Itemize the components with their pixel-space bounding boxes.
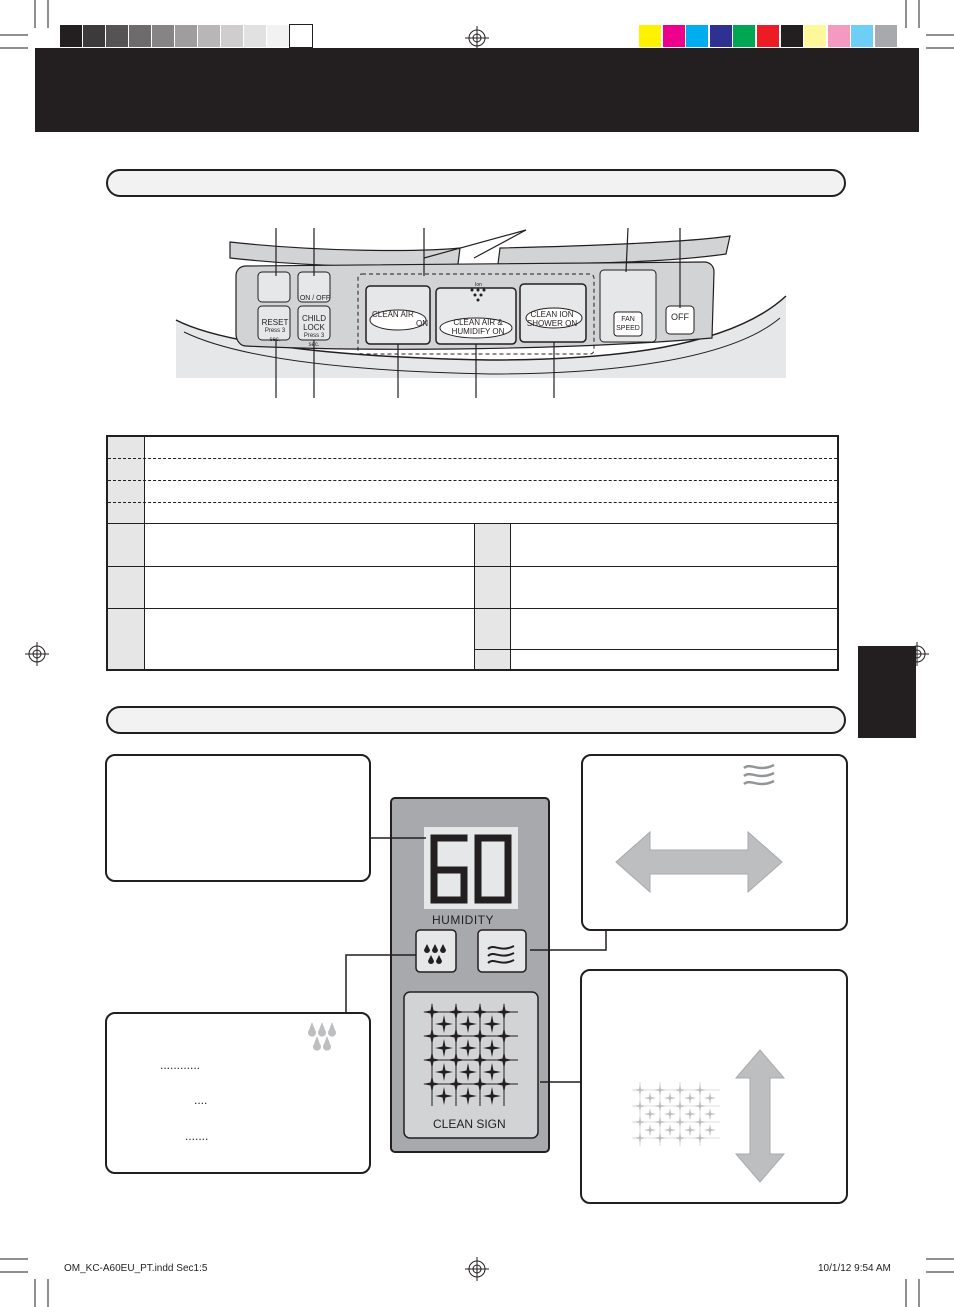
registration-mark-left <box>25 642 49 666</box>
child-lock-button[interactable]: CHILD LOCK Press 3 sec. <box>298 314 330 350</box>
clean-sign-callout-box <box>580 969 848 1204</box>
airflow-waves-icon <box>487 945 515 964</box>
gray-swatch <box>267 25 289 47</box>
humidity-digits <box>430 834 512 904</box>
airflow-waves-callout-icon <box>743 763 775 786</box>
horizontal-double-arrow-icon <box>615 830 783 894</box>
gray-swatch <box>83 25 105 47</box>
gray-swatch <box>198 25 220 47</box>
leader-dots-2: .... <box>194 1093 208 1107</box>
control-panel-illustration <box>175 228 787 398</box>
footer-file-name: OM_KC-A60EU_PT.indd Sec1:5 <box>64 1263 208 1274</box>
gray-swatch <box>152 25 174 47</box>
water-drops-callout-icon <box>308 1022 336 1051</box>
on-off-label: ON / OFF <box>299 295 331 302</box>
color-swatch <box>851 25 874 47</box>
color-swatch <box>804 25 827 47</box>
child-lock-label-2: LOCK <box>303 323 325 332</box>
gray-swatch <box>221 25 243 47</box>
reset-button[interactable]: RESET Press 3 sec. <box>260 318 290 345</box>
gray-swatch <box>289 24 313 48</box>
side-language-tab <box>858 646 916 738</box>
color-swatch <box>875 25 897 47</box>
color-swatch <box>780 25 803 47</box>
leader-dots-3: ....... <box>185 1129 209 1143</box>
color-swatch <box>827 25 850 47</box>
leader-dots-1: ............ <box>160 1058 201 1072</box>
table-number-column-bottom-right <box>474 524 510 669</box>
parts-table <box>106 435 839 671</box>
section-bar-display <box>106 706 846 734</box>
clean-sign-stars-icon <box>423 1003 518 1106</box>
gray-swatch <box>60 25 82 47</box>
fan-speed-label-1: FAN <box>621 316 635 323</box>
off-label: OFF <box>671 312 689 322</box>
section-bar-control-panel <box>106 169 846 197</box>
gray-swatch <box>175 25 197 47</box>
gray-swatch <box>129 25 151 47</box>
color-swatch <box>709 25 732 47</box>
table-number-column-bottom-left <box>108 524 144 669</box>
color-swatch <box>757 25 779 47</box>
vertical-double-arrow-icon <box>734 1049 786 1183</box>
ion-label: Ion <box>475 282 482 288</box>
child-lock-sub-label: Press 3 sec. <box>303 333 325 348</box>
fan-speed-button[interactable]: FAN SPEED <box>614 315 642 333</box>
color-swatch <box>686 25 709 47</box>
clean-air-button[interactable]: CLEAN AIR ON <box>372 310 428 328</box>
clean-ion-shower-button[interactable]: CLEAN ION SHOWER ON <box>524 310 580 328</box>
clean-ion-label-2: SHOWER ON <box>526 319 578 328</box>
registration-mark-top <box>465 26 489 50</box>
ion-symbol-icon <box>470 288 486 302</box>
clean-air-humidify-button[interactable]: CLEAN AIR & HUMIDIFY ON <box>446 318 510 336</box>
clean-sign-label: CLEAN SIGN <box>433 1117 506 1131</box>
faded-clean-sign-icon <box>632 1082 720 1146</box>
reset-label: RESET <box>261 318 289 327</box>
footer-datetime: 10/1/12 9:54 AM <box>818 1263 891 1274</box>
gray-swatch <box>244 25 266 47</box>
fan-speed-label-2: SPEED <box>616 325 640 332</box>
humidity-label: HUMIDITY <box>432 913 494 927</box>
registration-mark-bottom <box>465 1257 489 1281</box>
clean-air-label-2: ON <box>416 319 428 328</box>
clean-air-humidify-label-1: CLEAN AIR & <box>453 318 503 327</box>
color-swatch <box>639 25 661 47</box>
reset-sub-label: Press 3 sec. <box>264 328 286 343</box>
airflow-callout-box <box>581 754 848 931</box>
header-band <box>35 48 919 132</box>
color-swatch <box>733 25 756 47</box>
child-lock-label-1: CHILD <box>301 314 326 323</box>
gray-swatch <box>106 25 128 47</box>
off-button[interactable]: OFF <box>666 313 694 322</box>
clean-air-humidify-label-2: HUMIDIFY ON <box>451 327 505 336</box>
water-drops-icon <box>424 944 446 964</box>
clean-ion-label-1: CLEAN ION <box>530 310 574 319</box>
clean-air-label-1: CLEAN AIR <box>372 310 414 319</box>
humidity-callout-box <box>105 754 371 882</box>
color-swatch <box>662 25 685 47</box>
on-off-button[interactable]: ON / OFF <box>298 294 332 303</box>
